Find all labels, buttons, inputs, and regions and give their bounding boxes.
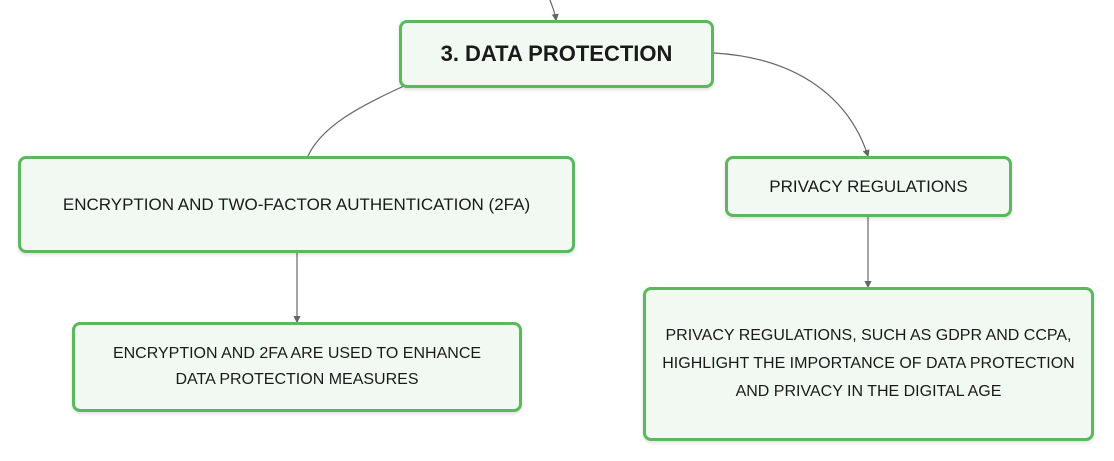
node-data-protection[interactable]: 3. DATA PROTECTION	[399, 20, 714, 88]
node-encryption-detail[interactable]: ENCRYPTION AND 2FA ARE USED TO ENHANCE D…	[72, 322, 522, 412]
incoming-connector	[549, 0, 559, 22]
node-encryption-2fa[interactable]: ENCRYPTION AND TWO-FACTOR AUTHENTICATION…	[18, 156, 575, 253]
node-data-protection-label: 3. DATA PROTECTION	[440, 41, 673, 66]
node-encryption-detail-label: ENCRYPTION AND 2FA ARE USED TO ENHANCE D…	[112, 345, 482, 388]
node-privacy-regulations-label: PRIVACY REGULATIONS	[769, 176, 968, 196]
node-privacy-detail-label: PRIVACY REGULATIONS, SUCH AS GDPR AND CC…	[662, 327, 1075, 400]
node-privacy-detail[interactable]: PRIVACY REGULATIONS, SUCH AS GDPR AND CC…	[643, 287, 1094, 441]
node-encryption-2fa-label: ENCRYPTION AND TWO-FACTOR AUTHENTICATION…	[62, 194, 531, 214]
connector-root-to-privacy	[713, 52, 870, 158]
node-privacy-regulations[interactable]: PRIVACY REGULATIONS	[725, 156, 1012, 217]
connector-root-to-encryption	[307, 85, 405, 157]
